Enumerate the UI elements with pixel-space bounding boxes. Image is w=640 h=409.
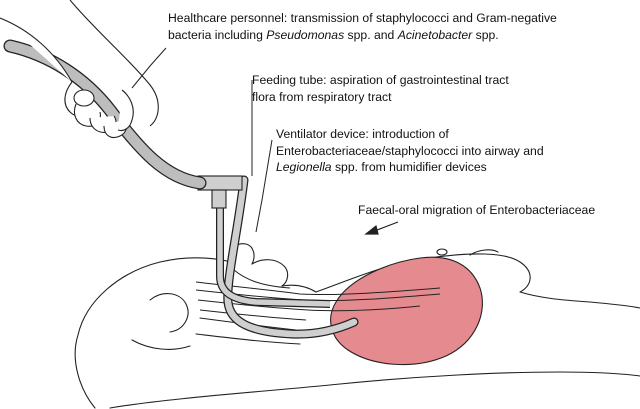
healthcare-personnel-label: Healthcare personnel: transmission of st… [168, 10, 557, 43]
ventilator-line1: Ventilator device: introduction of [276, 126, 544, 143]
ventilator-line3-text: spp. from humidifier devices [332, 160, 487, 174]
leader-lines [132, 48, 272, 232]
feeding-tube-line1: Feeding tube: aspiration of gastrointest… [252, 72, 509, 89]
healthcare-personnel-line1: Healthcare personnel: transmission of st… [168, 10, 557, 27]
ventilator-hose [10, 46, 200, 183]
line2-text: bacteria including [168, 28, 266, 42]
ventilator-line2: Enterobacteriaceae/staphylococci into ai… [276, 143, 544, 160]
pseudomonas-genus: Pseudomonas [266, 28, 344, 42]
migration-arrow [366, 222, 398, 234]
healthcare-worker-hand [0, 0, 158, 138]
ventilator-device-label: Ventilator device: introduction of Enter… [276, 126, 544, 176]
healthcare-personnel-line2: bacteria including Pseudomonas spp. and … [168, 27, 557, 44]
ventilator-line3: Legionella spp. from humidifier devices [276, 159, 544, 176]
line2-post-text: spp. [472, 28, 498, 42]
faecal-oral-text: Faecal-oral migration of Enterobacteriac… [358, 202, 595, 219]
acinetobacter-genus: Acinetobacter [398, 28, 473, 42]
faecal-oral-label: Faecal-oral migration of Enterobacteriac… [358, 202, 595, 219]
feeding-tube-label: Feeding tube: aspiration of gastrointest… [252, 72, 509, 105]
legionella-genus: Legionella [276, 160, 332, 174]
feeding-tube-line2: flora from respiratory tract [252, 89, 509, 106]
line2-mid-text: spp. and [344, 28, 398, 42]
